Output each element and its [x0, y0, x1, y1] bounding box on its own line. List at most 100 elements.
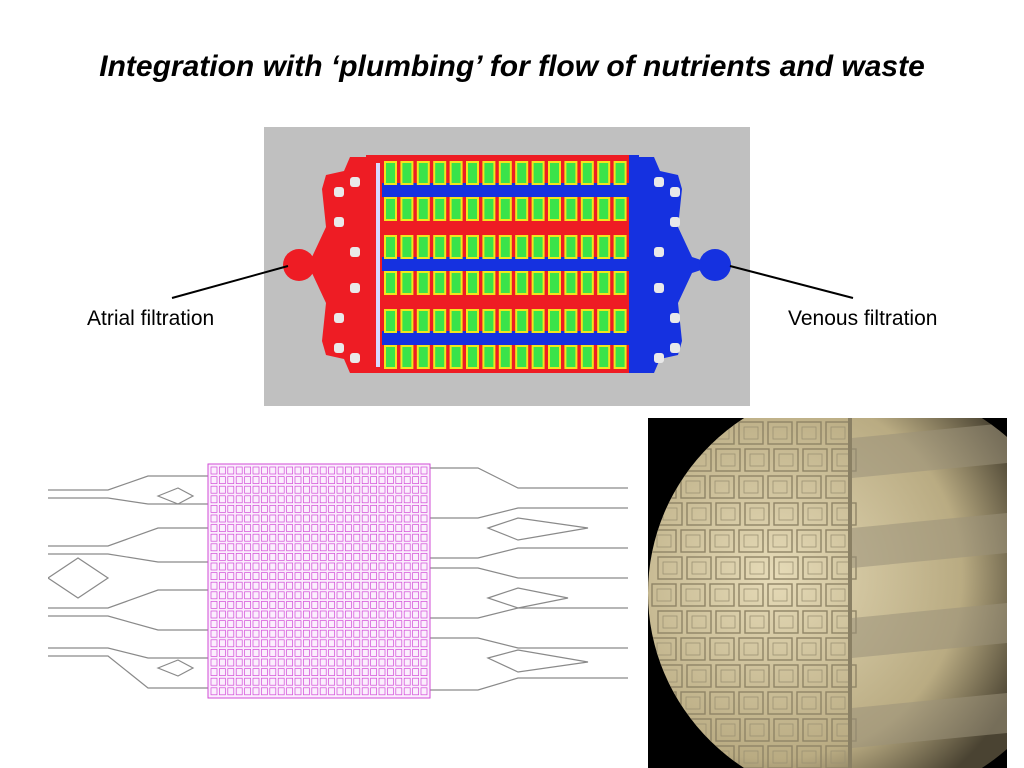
outline-chamber: [403, 677, 411, 686]
outline-chamber: [294, 572, 302, 580]
outline-chamber: [311, 639, 319, 648]
micro-chamber: [831, 664, 857, 688]
micro-chamber: [738, 583, 764, 607]
outline-chamber: [328, 505, 335, 513]
micro-chamber: [767, 745, 793, 768]
outline-chamber: [235, 485, 243, 494]
manifold-notch: [334, 187, 344, 197]
outline-chamber: [269, 677, 277, 686]
outline-chamber: [328, 533, 335, 542]
outline-chamber: [277, 505, 285, 513]
outline-chamber: [395, 524, 403, 532]
outline-chamber: [311, 591, 319, 600]
outline-chamber: [252, 658, 260, 667]
outline-chamber: [361, 620, 369, 628]
outline-chamber: [403, 524, 411, 532]
outline-chamber: [353, 620, 361, 628]
outline-chamber: [370, 620, 377, 628]
outline-chamber: [219, 610, 226, 619]
micro-chamber: [744, 448, 770, 472]
micro-chamber: [796, 691, 822, 715]
manifold-notch: [670, 313, 680, 323]
outline-chamber: [219, 591, 226, 600]
outline-chamber: [412, 658, 419, 667]
outline-chamber: [387, 553, 394, 561]
outline-chamber: [370, 543, 377, 552]
outline-chamber: [277, 658, 285, 667]
outline-chamber: [353, 658, 361, 667]
outline-chamber: [294, 562, 302, 571]
micro-chamber-inner: [772, 480, 788, 494]
chamber-core: [435, 163, 445, 183]
outline-chamber: [235, 514, 243, 523]
outline-chamber: [319, 639, 327, 648]
chamber-core: [599, 163, 609, 183]
micro-chamber-inner: [807, 615, 823, 629]
chamber-core: [517, 347, 527, 367]
micro-chamber-inner: [720, 561, 736, 575]
outline-chamber: [227, 591, 235, 600]
chamber-core: [599, 237, 609, 257]
outline-chamber: [345, 524, 352, 532]
outline-chamber: [303, 581, 310, 590]
chamber-core: [550, 273, 559, 293]
chamber-core: [451, 311, 461, 331]
outline-chamber: [311, 668, 319, 676]
outline-chamber: [328, 601, 335, 609]
outline-chamber: [252, 562, 260, 571]
chamber-core: [402, 163, 412, 183]
outline-chamber: [361, 533, 369, 542]
outline-chamber: [210, 687, 218, 696]
outline-chamber: [219, 649, 226, 657]
micro-chamber-inner: [830, 480, 846, 494]
micro-chamber: [709, 529, 735, 553]
micro-chamber-inner: [830, 534, 846, 548]
outline-chamber: [328, 581, 335, 590]
outline-chamber: [361, 591, 369, 600]
outline-chamber: [244, 572, 251, 580]
chamber-core: [418, 311, 428, 331]
outline-chamber: [303, 505, 310, 513]
outline-chamber: [420, 620, 428, 628]
outline-chamber: [303, 601, 310, 609]
outline-chamber: [252, 514, 260, 523]
micro-chamber-inner: [807, 507, 823, 521]
outline-chamber: [403, 533, 411, 542]
outline-chamber: [378, 658, 386, 667]
outline-chamber: [353, 591, 361, 600]
outline-chamber: [294, 524, 302, 532]
outline-chamber: [219, 658, 226, 667]
outline-chamber: [311, 476, 319, 484]
outline-chamber: [336, 524, 344, 532]
outline-chamber: [261, 591, 268, 600]
outline-chamber: [361, 514, 369, 523]
outline-chamber: [328, 524, 335, 532]
micro-chamber: [796, 529, 822, 553]
outline-chamber: [412, 562, 419, 571]
outline-chamber: [370, 466, 377, 475]
outline-chamber: [286, 677, 293, 686]
outline-chamber: [420, 629, 428, 638]
chamber-core: [582, 199, 592, 219]
micro-chamber-inner: [749, 723, 765, 737]
manifold-notch: [654, 283, 664, 293]
outline-chamber: [336, 543, 344, 552]
outline-chamber: [353, 677, 361, 686]
micro-chamber: [773, 502, 799, 526]
outline-chamber: [286, 466, 293, 475]
outline-chamber: [395, 620, 403, 628]
outline-chamber: [277, 543, 285, 552]
outline-chamber: [345, 466, 352, 475]
outline-chamber: [412, 639, 419, 648]
outline-channel: [48, 553, 208, 563]
micro-chamber-inner: [662, 561, 678, 575]
outline-chamber: [311, 562, 319, 571]
chamber-core: [615, 347, 625, 367]
outline-chamber: [294, 485, 302, 494]
outline-chamber: [403, 572, 411, 580]
outline-chamber: [210, 629, 218, 638]
micro-chamber: [686, 502, 712, 526]
outline-chamber: [210, 524, 218, 532]
micro-chamber: [715, 610, 741, 634]
chamber-core: [402, 273, 412, 293]
